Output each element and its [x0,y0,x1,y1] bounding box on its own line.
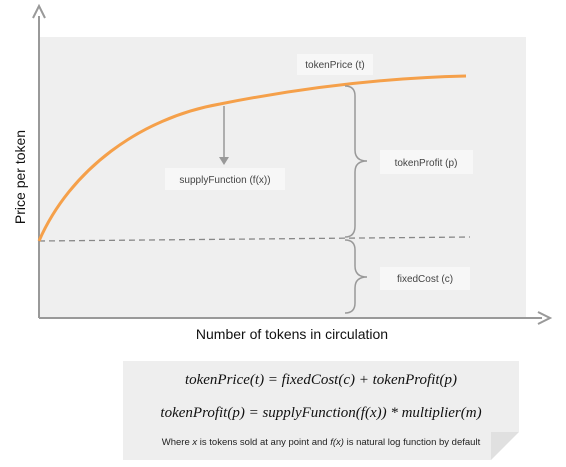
token-profit-label: tokenProfit (p) [395,158,458,169]
note-fx: f(x) [330,437,344,448]
token-profit-brace [344,85,368,238]
fixed-cost-brace [344,239,368,314]
y-axis-title: Price per token [12,130,28,224]
page-fold-icon [491,432,519,460]
fixed-cost-line [38,236,471,242]
x-axis-arrow-icon [537,311,553,325]
note-text-2: is tokens sold at any point and [197,437,331,448]
note-x: x [192,437,198,448]
y-axis-arrow-icon [32,3,46,19]
supply-function-label-box [165,168,285,190]
token-price-formula: tokenPrice(t) = fixedCost(c) + tokenProf… [184,372,458,388]
note-text-3: is natural log function by default [343,437,481,448]
token-price-diagram: Price per token Number of tokens in circ… [12,3,553,342]
supply-function-arrowhead-icon [219,157,229,165]
fixed-cost-label-box [380,267,470,290]
token-profit-label-box [380,150,473,174]
token-price-label: tokenPrice (t) [305,60,364,71]
note-text-1: Where [161,437,193,448]
token-price-curve [37,74,467,242]
token-price-label-box [297,54,373,75]
token-profit-formula: tokenProfit(p) = supplyFunction(f(x)) * … [160,405,482,421]
formula-panel: tokenPrice(t) = fixedCost(c) + tokenProf… [123,361,519,460]
x-axis-title: Number of tokens in circulation [196,326,388,342]
fixed-cost-label: fixedCost (c) [397,274,453,285]
supply-function-label: supplyFunction (f(x)) [179,175,270,186]
formula-note: Where x is tokens sold at any point and … [123,437,519,448]
